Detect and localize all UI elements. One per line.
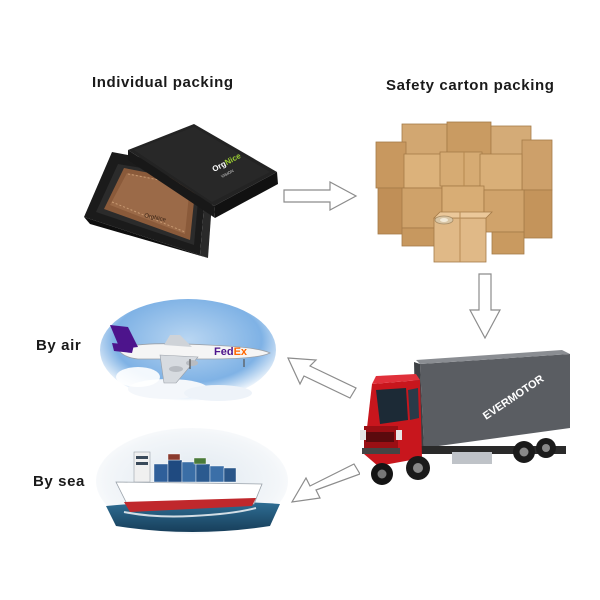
label-by-sea: By sea: [33, 473, 85, 490]
gift-box-icon: OrgNice OrgNice VISION: [82, 112, 282, 262]
truck-icon: EVERMOTOR: [356, 350, 572, 496]
label-by-air: By air: [36, 337, 81, 354]
arrow-down-icon: [468, 272, 502, 340]
carton-stack-icon: [372, 118, 557, 268]
label-safety-carton-packing: Safety carton packing: [386, 77, 554, 94]
airplane-icon: FedEx: [98, 297, 278, 403]
plane-logo: FedEx: [214, 346, 248, 358]
label-individual-packing: Individual packing: [92, 74, 234, 91]
arrow-down-left-icon: [290, 462, 360, 506]
arrow-up-left-icon: [286, 352, 358, 400]
cargo-ship-icon: [94, 426, 290, 536]
arrow-right-icon: [282, 180, 358, 212]
